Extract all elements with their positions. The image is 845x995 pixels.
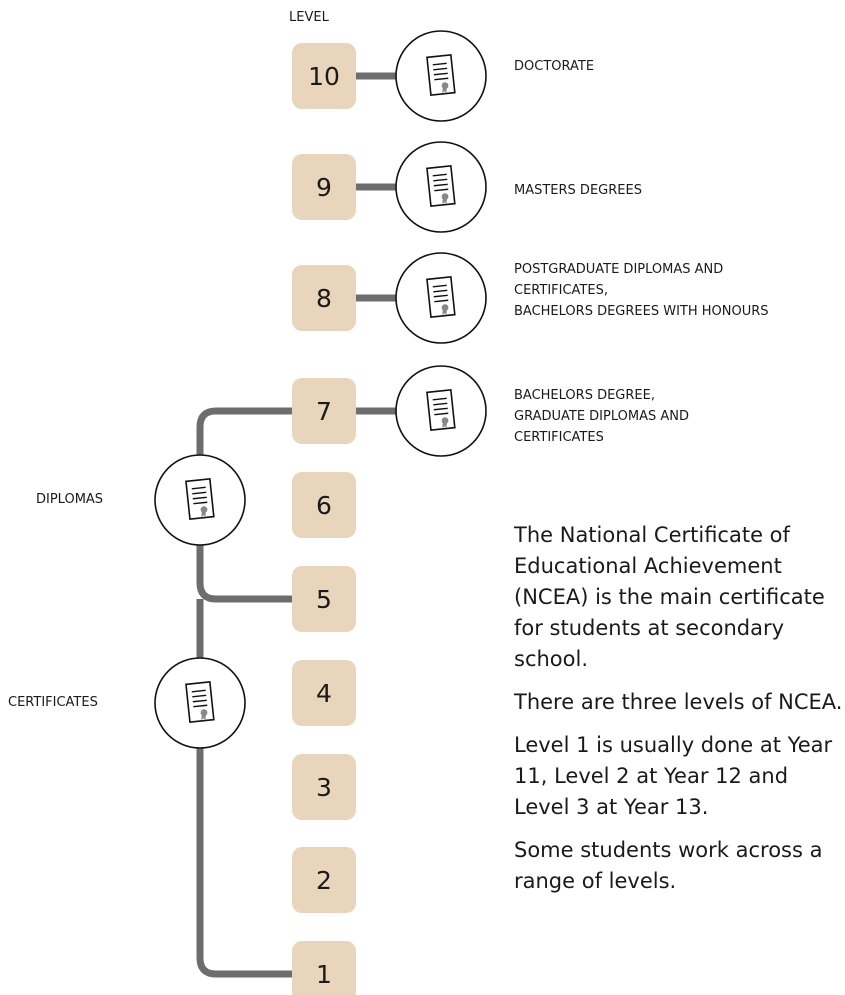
certificates-label: CERTIFICATES bbox=[8, 695, 98, 710]
ncea-paragraph: There are three levels of NCEA. bbox=[514, 690, 843, 714]
qualification-doctorate: DOCTORATE bbox=[514, 59, 595, 74]
level-boxes: 10 9 8 7 6 5 4 3 2 1 bbox=[292, 43, 356, 995]
ncea-paragraph: Some students work across a range of lev… bbox=[514, 838, 823, 893]
level-number-2: 2 bbox=[316, 866, 332, 895]
level-box-7 bbox=[292, 378, 356, 444]
level-number-4: 4 bbox=[316, 679, 332, 708]
level-number-8: 8 bbox=[316, 284, 332, 313]
level-number-5: 5 bbox=[316, 585, 332, 614]
level-box-10 bbox=[292, 43, 356, 109]
qualification-bachelors: BACHELORS DEGREE, GRADUATE DIPLOMAS AND … bbox=[514, 388, 689, 445]
qualification-masters: MASTERS DEGREES bbox=[514, 183, 642, 198]
certificate-icon-10 bbox=[395, 30, 487, 122]
ncea-description: The National Certificate of Educational … bbox=[514, 520, 844, 909]
level-number-3: 3 bbox=[316, 773, 332, 802]
level-number-10: 10 bbox=[308, 62, 340, 91]
level-box-5 bbox=[292, 566, 356, 632]
level-box-6 bbox=[292, 472, 356, 538]
certificates-bracket bbox=[196, 599, 292, 978]
level-box-8 bbox=[292, 265, 356, 331]
diplomas-label: DIPLOMAS bbox=[36, 492, 104, 507]
qualification-postgraduate: POSTGRADUATE DIPLOMAS AND CERTIFICATES, … bbox=[514, 262, 769, 319]
certificate-icon-8 bbox=[395, 252, 487, 344]
level-box-1 bbox=[292, 941, 356, 995]
level-number-1: 1 bbox=[316, 960, 332, 989]
certificate-icon-9 bbox=[395, 141, 487, 233]
level-heading: LEVEL bbox=[289, 10, 329, 25]
level-number-7: 7 bbox=[316, 397, 332, 426]
ncea-paragraph: The National Certificate of Educational … bbox=[514, 523, 825, 671]
level-box-4 bbox=[292, 660, 356, 726]
diplomas-certificate-icon bbox=[154, 454, 246, 546]
level-number-9: 9 bbox=[316, 173, 332, 202]
certificates-certificate-icon bbox=[154, 657, 246, 749]
ncea-paragraph: Level 1 is usually done at Year 11, Leve… bbox=[514, 733, 833, 819]
level-box-9 bbox=[292, 154, 356, 220]
qualification-circles bbox=[154, 30, 487, 749]
level-number-6: 6 bbox=[316, 491, 332, 520]
certificate-icon-7 bbox=[395, 365, 487, 457]
level-box-2 bbox=[292, 847, 356, 913]
level-box-3 bbox=[292, 754, 356, 820]
